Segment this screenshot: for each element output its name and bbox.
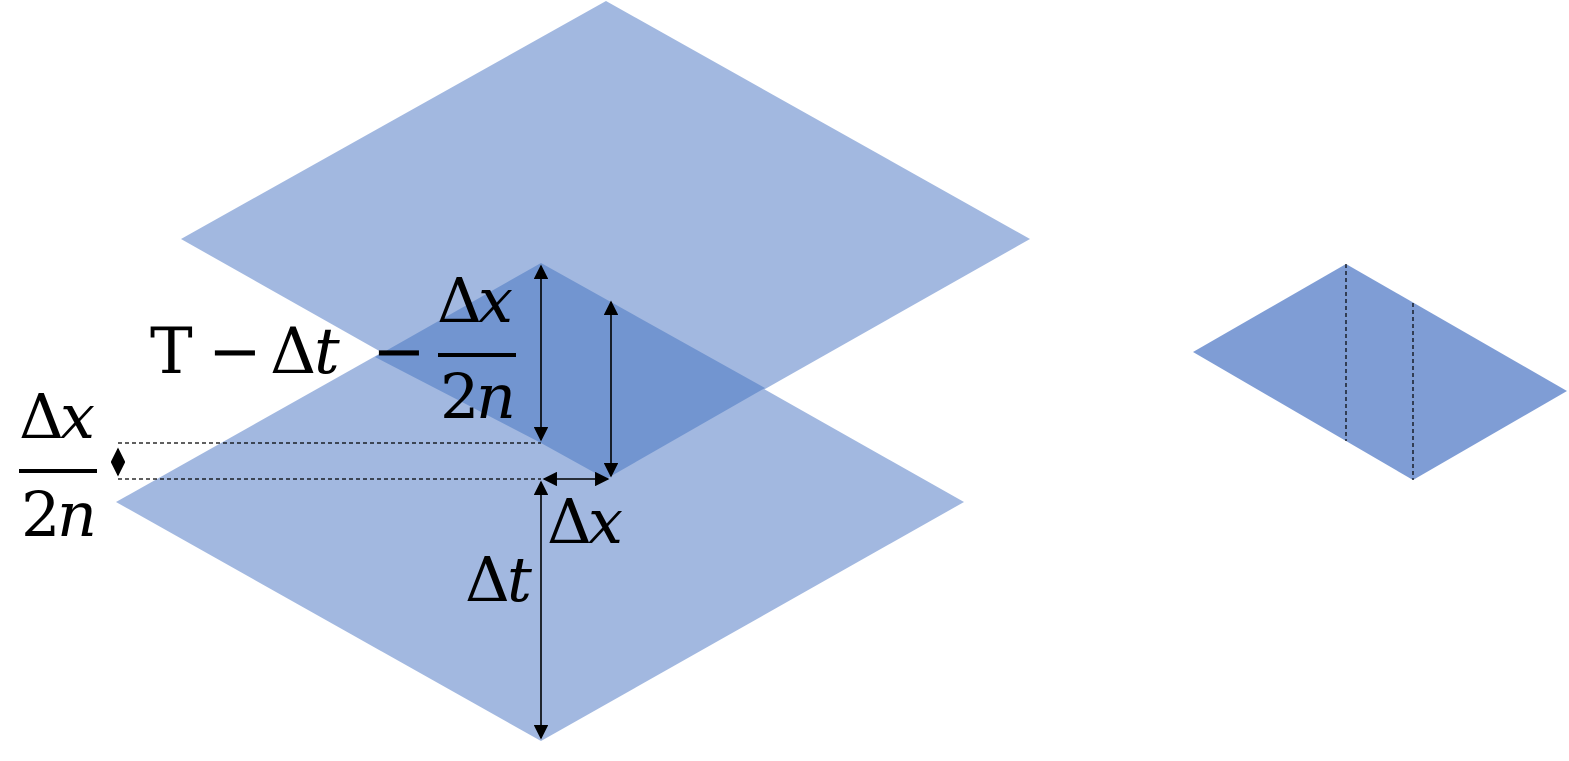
label-left-fraction: Δ x 2 n [19,380,97,551]
label-frac-den-2: 2 [440,360,479,433]
label-left-den-n: n [57,478,97,551]
small-rhombus [1193,264,1567,480]
label-top-expression: T − Δ t − Δ x 2 n [150,264,516,433]
label-delta-1: Δ [270,315,316,389]
label-frac-num-delta: Δ [437,264,482,337]
label-frac-den-n: n [476,360,516,433]
label-frac-num-x: x [478,264,513,337]
label-T: T [150,315,193,389]
label-delta-x: Δ x [547,485,623,558]
label-dx-x: x [588,485,623,558]
upper-rhombus [181,1,1030,479]
label-left-num-delta: Δ [19,380,64,453]
label-left-num-x: x [60,380,95,453]
label-delta-t: Δ t [465,543,532,616]
label-t-1: t [314,315,340,389]
label-dt-t: t [507,543,532,616]
label-dt-delta: Δ [465,543,510,616]
label-minus-2: − [372,315,426,389]
label-dx-delta: Δ [547,485,592,558]
label-minus-1: − [208,315,262,389]
overlap-region [375,263,765,479]
label-left-den-2: 2 [21,478,60,551]
